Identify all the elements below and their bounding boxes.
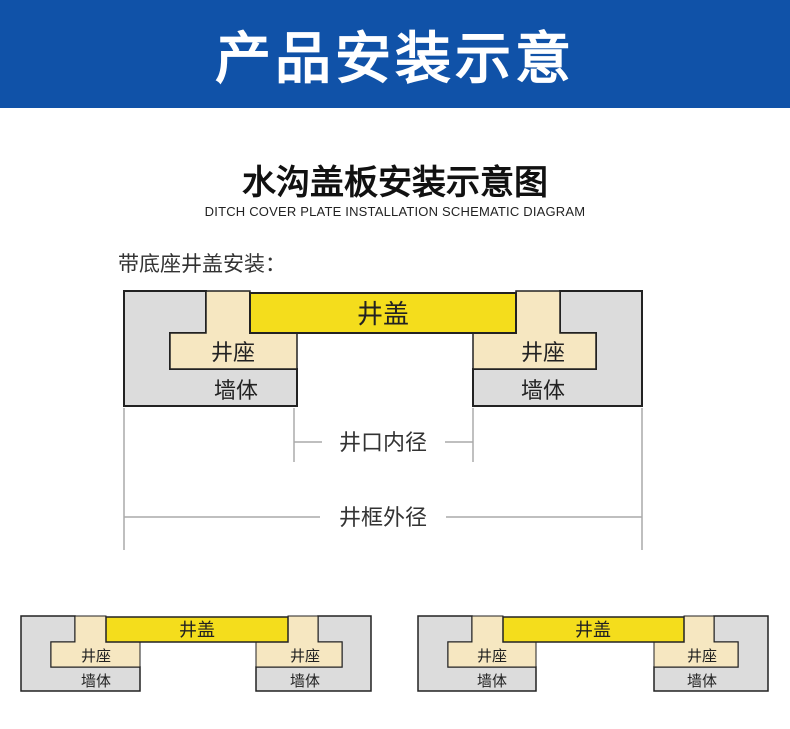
small-right-wall-a-label: 墙体 <box>477 672 507 690</box>
banner-title: 产品安装示意 <box>215 26 575 92</box>
diagram-title: 水沟盖板安装示意图 <box>242 163 548 203</box>
small-left-seat-a-label: 井座 <box>81 647 111 665</box>
outer-diameter-label: 井框外径 <box>339 506 427 531</box>
small-left-wall-a-label: 墙体 <box>81 672 111 690</box>
right-seat-label: 井座 <box>521 341 565 366</box>
diagram-subtitle: DITCH COVER PLATE INSTALLATION SCHEMATIC… <box>204 204 586 219</box>
cover-plate <box>249 292 517 334</box>
small-right-seat-a-label: 井座 <box>477 647 507 665</box>
small-right-seat-b-label: 井座 <box>687 647 717 665</box>
small-diagram-left: 井盖 井座 井座 墙体 墙体 <box>20 615 372 692</box>
small-left-wall-b-label: 墙体 <box>290 672 320 690</box>
cover-label: 井盖 <box>357 300 409 330</box>
small-left-cover <box>105 616 289 643</box>
header-banner: 产品安装示意 <box>0 0 790 108</box>
inner-diameter-dimension <box>293 408 474 462</box>
small-right-wall-b-label: 墙体 <box>687 672 717 690</box>
left-wall-label: 墙体 <box>214 379 258 404</box>
left-seat-label: 井座 <box>211 341 255 366</box>
main-diagram: 井盖 井座 井座 墙体 墙体 井口内径 井框外径 <box>123 290 643 550</box>
small-right-cover <box>502 616 685 643</box>
small-diagram-right: 井盖 井座 井座 墙体 墙体 <box>417 615 769 692</box>
inner-diameter-label: 井口内径 <box>339 431 427 456</box>
right-wall-label: 墙体 <box>521 379 565 404</box>
outer-diameter-dimension <box>123 408 643 550</box>
small-right-cover-label: 井盖 <box>575 620 611 641</box>
small-left-cover-label: 井盖 <box>179 620 215 641</box>
small-left-seat-b-label: 井座 <box>290 647 320 665</box>
section-label: 带底座井盖安装： <box>118 252 286 276</box>
